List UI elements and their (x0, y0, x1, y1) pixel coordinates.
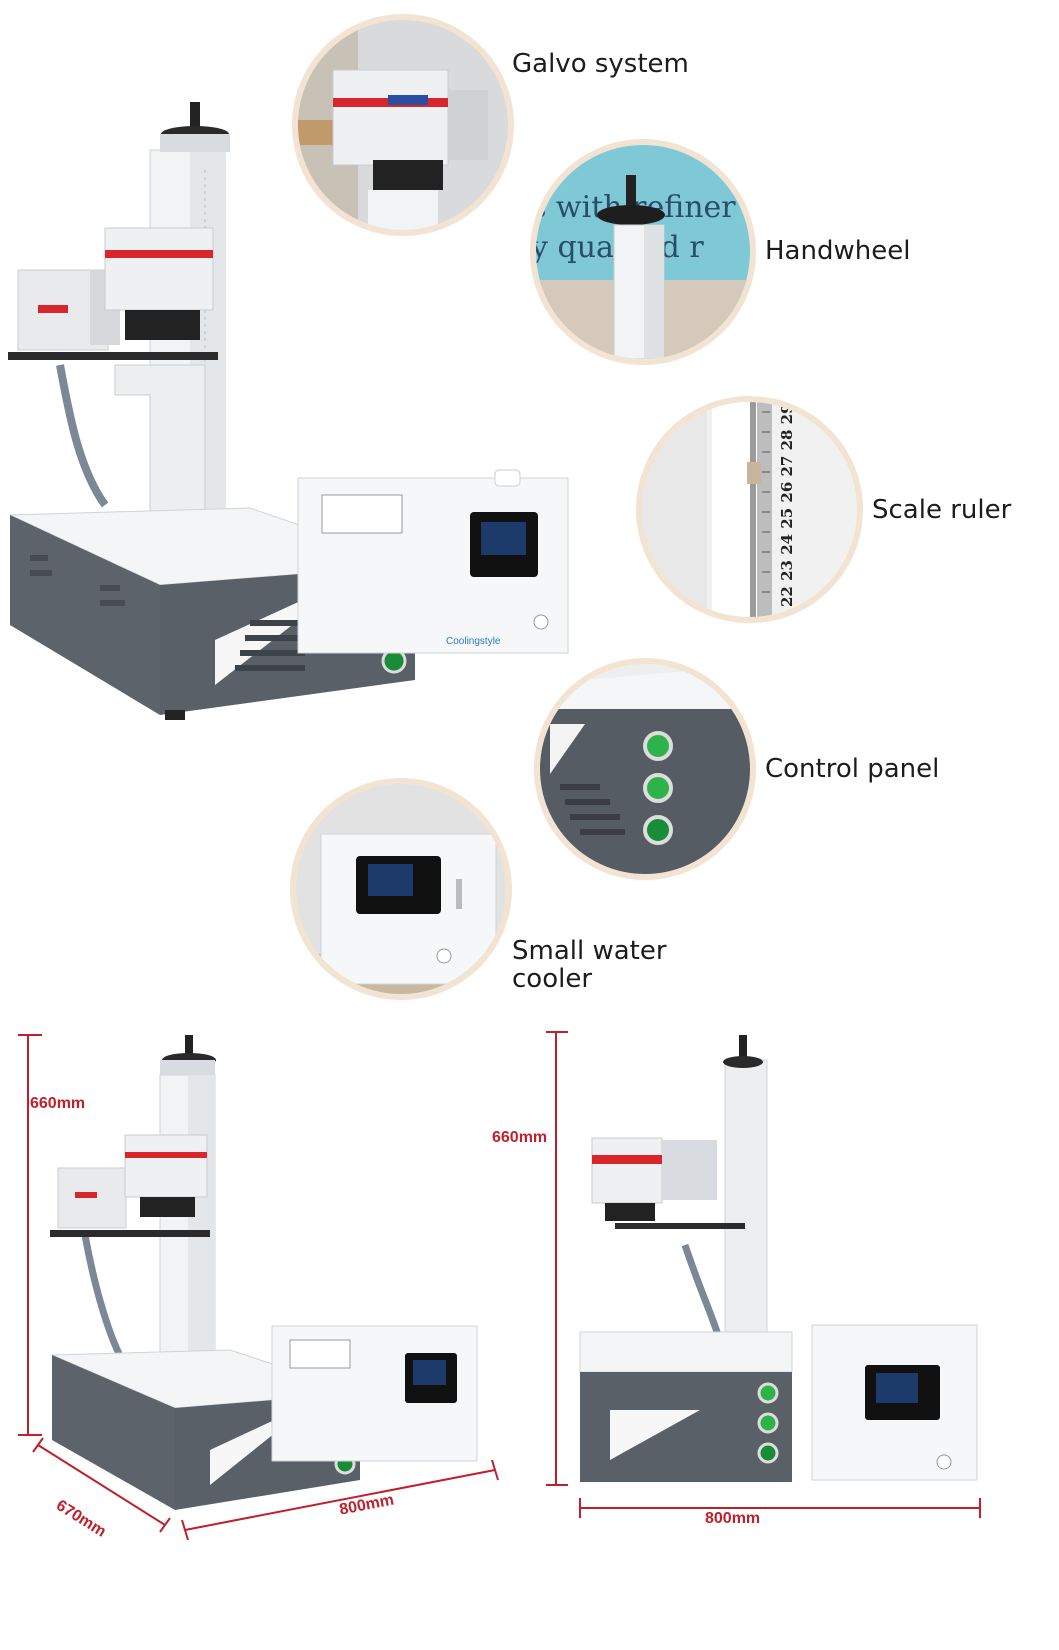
water-cooler-label-line1: Small water (512, 936, 667, 966)
right-height-label: 660mm (492, 1129, 548, 1146)
feature-label-handwheel: Handwheel (765, 236, 911, 266)
right-dimension-machine (546, 1031, 981, 1518)
feature-label-control-panel: Control panel (765, 754, 940, 784)
left-dimension-machine (18, 1034, 499, 1541)
control-panel-photo (540, 664, 750, 874)
cooler-brand-label: Coolingstyle (446, 636, 501, 647)
left-height-label: 660mm (30, 1095, 86, 1112)
scale-ruler-photo: 22 23 24 25 26 27 28 29 30 (642, 402, 857, 617)
feature-label-water-cooler: Small water cooler (512, 937, 712, 993)
feature-label-galvo-system: Galvo system (512, 49, 689, 79)
water-cooler-photo (296, 784, 506, 994)
handwheel-photo: s with refiner y qua and r (536, 145, 750, 359)
feature-label-scale-ruler: Scale ruler (872, 495, 1012, 525)
right-width-label: 800mm (705, 1510, 761, 1527)
main-machine-illustration (8, 102, 569, 720)
galvo-system-photo (298, 20, 508, 230)
water-cooler-label-line2: cooler (512, 964, 593, 994)
ruler-numbers: 22 23 24 25 26 27 28 29 30 (778, 402, 796, 607)
